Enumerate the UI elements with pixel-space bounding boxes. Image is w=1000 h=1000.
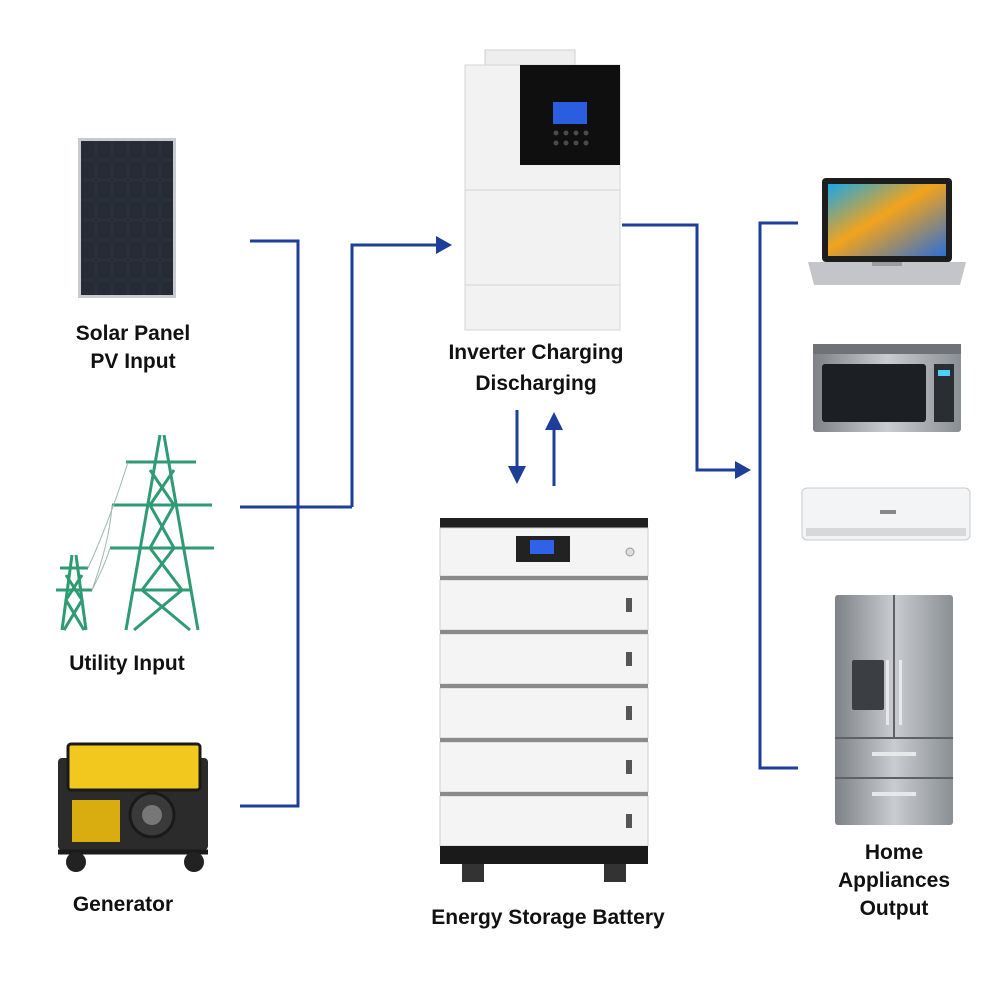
arrow-up-icon	[545, 412, 563, 430]
transmission-tower-icon	[56, 434, 214, 632]
air-conditioner-icon	[801, 487, 971, 541]
laptop-icon	[808, 178, 966, 285]
arrow-right-icon	[735, 461, 751, 479]
flow-lines	[240, 221, 798, 808]
output-bus-line	[758, 221, 798, 770]
to-inverter-line	[350, 243, 438, 507]
solar-panel-icon	[78, 138, 176, 298]
outputs-label-line2: Appliances	[837, 869, 951, 892]
battery-label: Energy Storage Battery	[431, 906, 665, 929]
generator-label: Generator	[72, 893, 174, 916]
inverter-label-line1: Inverter Charging	[448, 341, 624, 364]
power-wires	[87, 461, 129, 591]
solar-label-line2: PV Input	[90, 350, 176, 373]
arrow-heads	[436, 236, 751, 484]
inverter-icon	[464, 49, 621, 331]
input-bus-line	[240, 239, 300, 808]
generator-icon	[58, 742, 208, 872]
solar-label: Solar Panel PV Input	[48, 320, 218, 376]
battery-stack-icon	[439, 518, 649, 882]
outputs-label-line1: Home	[864, 841, 924, 864]
inverter-label-line2: Discharging	[475, 372, 597, 395]
utility-label: Utility Input	[69, 652, 185, 675]
microwave-icon	[813, 344, 961, 432]
inverter-label: Inverter Charging Discharging	[420, 337, 652, 399]
refrigerator-icon	[835, 595, 953, 825]
solar-label-line1: Solar Panel	[75, 322, 191, 345]
inverter-to-output-line	[622, 223, 738, 472]
outputs-label: Home Appliances Output	[818, 839, 970, 923]
arrow-right-icon	[436, 236, 452, 254]
outputs-label-line3: Output	[859, 897, 929, 920]
battery-display-icon	[530, 540, 554, 554]
arrow-down-icon	[508, 466, 526, 484]
inverter-display-icon	[553, 102, 587, 124]
